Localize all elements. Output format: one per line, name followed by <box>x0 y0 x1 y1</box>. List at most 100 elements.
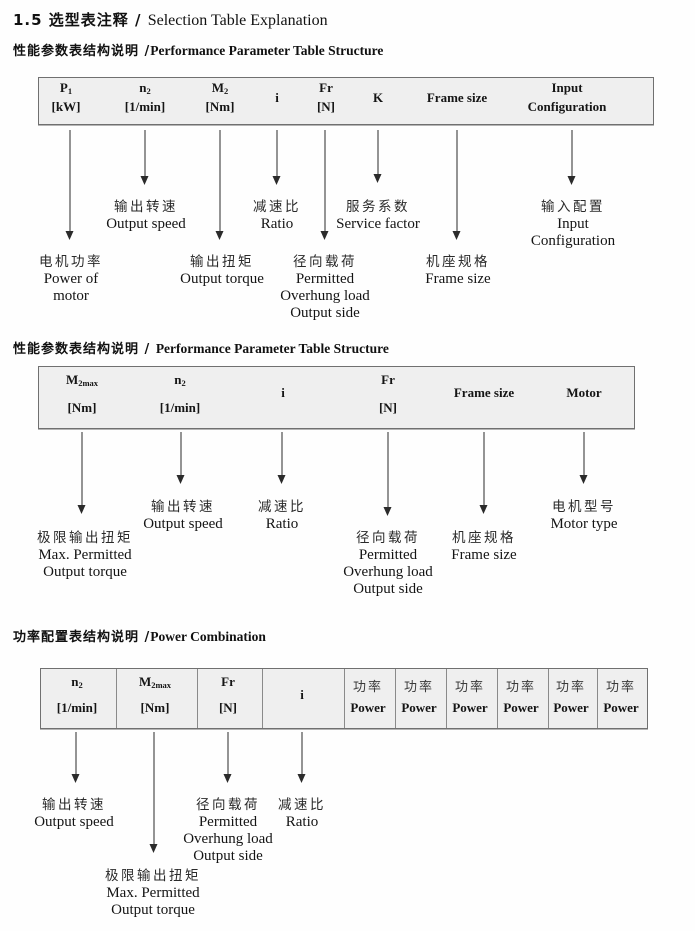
t1-header-input: Input <box>551 80 583 95</box>
t3-header-i: i <box>300 687 304 702</box>
section1-heading-en: Performance Parameter Table Structure <box>150 43 384 58</box>
page-title-en: Selection Table Explanation <box>147 12 328 29</box>
section2-heading-zh: 性能参数表结构说明 / <box>13 342 156 357</box>
t3-header-m2max-unit: [Nm] <box>140 700 170 715</box>
section3-heading-en: Power Combination <box>150 629 266 644</box>
t3-header-n2-unit: [1/min] <box>56 700 98 715</box>
t1-header-i: i <box>275 90 279 105</box>
t1-header-n2-unit: [1/min] <box>124 99 166 114</box>
t1-header-fr: Fr <box>319 80 333 95</box>
t3-header-m2max: M2max <box>138 674 172 690</box>
section3-heading-zh: 功率配置表结构说明 / <box>13 630 151 645</box>
t3-header-power-zh: 功率 <box>454 680 485 695</box>
table-divider <box>395 669 396 728</box>
t3-header-power-en: Power <box>452 700 488 715</box>
t3-header-power-zh: 功率 <box>403 680 434 695</box>
t1-header-input-unit: Configuration <box>527 99 607 114</box>
t3-header-fr: Fr <box>221 674 235 689</box>
t1-header-frame-size: Frame size <box>426 90 488 105</box>
t2-header-n2-unit: [1/min] <box>159 400 201 415</box>
down-arrow-frame-size <box>452 130 462 240</box>
t2-header-fr-unit: [N] <box>378 400 398 415</box>
t2-header-m2max-unit: [Nm] <box>67 400 97 415</box>
performance-table-1 <box>38 77 654 125</box>
down-arrow-m2max <box>77 432 87 514</box>
down-arrow-m2 <box>215 130 225 240</box>
down-arrow-i <box>297 732 307 783</box>
power-combination-table <box>40 668 648 729</box>
t2-header-motor: Motor <box>566 385 602 400</box>
down-arrow-motor <box>579 432 589 484</box>
t2-header-frame-size: Frame size <box>453 385 515 400</box>
table-divider <box>548 669 549 728</box>
section3-heading: 功率配置表结构说明 /Power Combination <box>13 626 266 646</box>
t1-header-fr-unit: [N] <box>316 99 336 114</box>
t3-header-power-zh: 功率 <box>555 680 586 695</box>
table-divider <box>197 669 198 728</box>
down-arrow-fr <box>223 732 233 783</box>
down-arrow-fr <box>320 130 330 240</box>
table-divider <box>344 669 345 728</box>
t2-header-m2max: M2max <box>65 372 99 388</box>
t2-header-fr: Fr <box>381 372 395 387</box>
down-arrow-n2 <box>176 432 186 484</box>
down-arrow-i <box>272 130 282 185</box>
down-arrow-fr <box>383 432 393 516</box>
down-arrow-input <box>567 130 577 185</box>
down-arrow-m2max <box>149 732 159 853</box>
page-title: 1.5 选型表注释 / Selection Table Explanation <box>13 9 328 30</box>
t3-header-power-zh: 功率 <box>505 680 536 695</box>
table-divider <box>446 669 447 728</box>
t3-header-n2: n2 <box>71 674 83 690</box>
down-arrow-k <box>373 130 383 183</box>
table-divider <box>262 669 263 728</box>
t3-header-power-en: Power <box>503 700 539 715</box>
down-arrow-frame-size <box>479 432 489 514</box>
section2-heading-en: Performance Parameter Table Structure <box>155 341 389 356</box>
t3-header-power-en: Power <box>553 700 589 715</box>
t1-header-m2-unit: [Nm] <box>205 99 235 114</box>
t1-header-p1-unit: [kW] <box>51 99 81 114</box>
down-arrow-n2 <box>71 732 81 783</box>
table-divider <box>597 669 598 728</box>
down-arrow-n2 <box>140 130 150 185</box>
t3-header-power-en: Power <box>603 700 639 715</box>
t1-header-n2: n2 <box>139 80 151 96</box>
down-arrow-p1 <box>65 130 75 240</box>
t3-header-power-en: Power <box>401 700 437 715</box>
t3-header-power-zh: 功率 <box>605 680 636 695</box>
table-divider <box>116 669 117 728</box>
table-divider <box>497 669 498 728</box>
t2-header-n2: n2 <box>174 372 186 388</box>
t2-header-i: i <box>281 385 285 400</box>
section2-heading: 性能参数表结构说明 / Performance Parameter Table … <box>13 338 389 358</box>
t1-header-m2: M2 <box>211 80 229 96</box>
t1-header-k: K <box>372 90 384 105</box>
t3-header-power-zh: 功率 <box>352 680 383 695</box>
t3-header-power-en: Power <box>350 700 386 715</box>
section1-heading-zh: 性能参数表结构说明 / <box>13 44 151 59</box>
page-title-zh: 1.5 选型表注释 / <box>13 11 148 29</box>
performance-table-2 <box>38 366 635 429</box>
t3-header-fr-unit: [N] <box>218 700 238 715</box>
t1-header-p1: P1 <box>59 80 73 96</box>
